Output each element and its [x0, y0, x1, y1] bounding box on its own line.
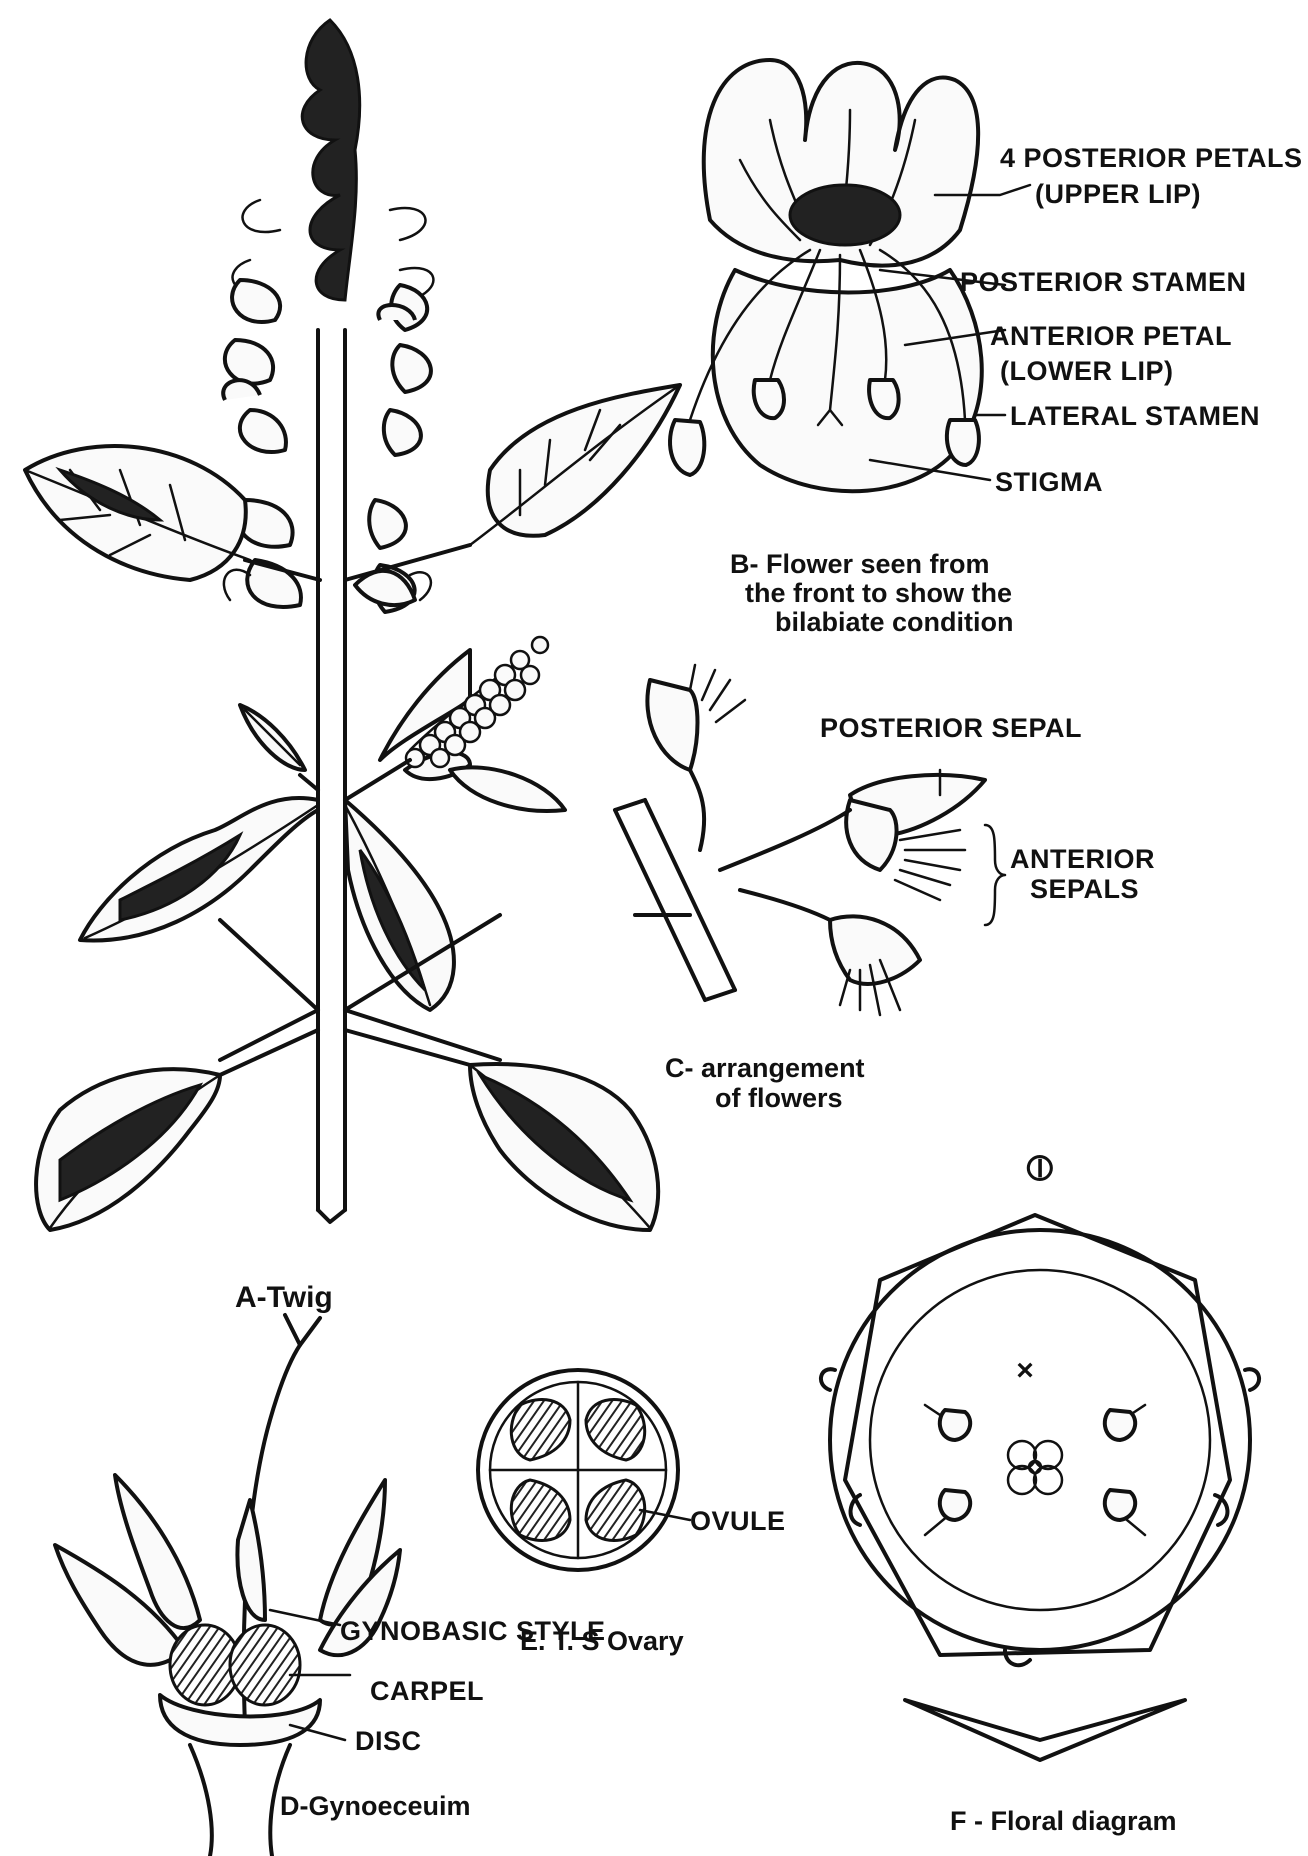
ovary-ts-drawing: OVULE E. T. S Ovary [478, 1370, 786, 1656]
leaf-upper-right [488, 385, 680, 536]
bract-symbol: × [1016, 1354, 1034, 1387]
flower-front-caption-3: bilabiate condition [775, 607, 1014, 637]
ovary-center [1008, 1441, 1062, 1494]
anterior-chevron [905, 1700, 1185, 1760]
stamens [925, 1405, 1145, 1535]
arrangement-caption-1: C- arrangement [665, 1053, 865, 1083]
label-disc: DISC [355, 1726, 422, 1756]
ovule-left [511, 1480, 570, 1540]
label-anterior-petal-2: (LOWER LIP) [1000, 356, 1173, 386]
label-posterior-petals-1: 4 POSTERIOR PETALS [1000, 143, 1303, 173]
label-ovule: OVULE [690, 1506, 786, 1536]
twig-drawing: A-Twig [25, 20, 680, 1314]
label-posterior-petals-2: (UPPER LIP) [1035, 179, 1201, 209]
corolla-inner [870, 1270, 1210, 1610]
label-anterior-sepals-2: SEPALS [1030, 874, 1139, 904]
arrangement-caption-2: of flowers [715, 1083, 843, 1113]
twig-stem [318, 330, 345, 1210]
disc [160, 1695, 320, 1745]
carpel-right [230, 1625, 300, 1705]
label-anterior-petal-1: ANTERIOR PETAL [990, 321, 1232, 351]
flower-arrangement-drawing: POSTERIOR SEPAL ANTERIOR SEPALS C- arran… [615, 665, 1155, 1113]
label-posterior-stamen: POSTERIOR STAMEN [960, 267, 1247, 297]
mother-axis-symbol: ⦶ [1027, 1147, 1053, 1188]
flower-front-caption-2: the front to show the [745, 578, 1012, 608]
gynoecium-caption: D-Gynoeceuim [280, 1791, 471, 1821]
floral-diagram-drawing: ⦶ × F - Floral diagram [821, 1147, 1259, 1836]
ovary-caption: E. T. S Ovary [520, 1626, 684, 1656]
label-posterior-sepal: POSTERIOR SEPAL [820, 713, 1082, 743]
gynoecium-drawing: GYNOBASIC STYLE CARPEL DISC D-Gynoeceuim [55, 1315, 606, 1856]
twig-caption: A-Twig [235, 1281, 333, 1314]
corolla-outer [830, 1230, 1250, 1650]
inflorescence-spike [223, 20, 433, 455]
flower-front-caption-1: B- Flower seen from [730, 549, 990, 579]
label-lateral-stamen: LATERAL STAMEN [1010, 401, 1260, 431]
ovule-right [586, 1480, 645, 1540]
floral-diagram-caption: F - Floral diagram [950, 1806, 1177, 1836]
label-stigma: STIGMA [995, 467, 1103, 497]
flower-front-drawing: 4 POSTERIOR PETALS (UPPER LIP) POSTERIOR… [670, 60, 1303, 637]
arrangement-axis [615, 800, 735, 1000]
label-carpel: CARPEL [370, 1676, 484, 1706]
label-anterior-sepals-1: ANTERIOR [1010, 844, 1155, 874]
